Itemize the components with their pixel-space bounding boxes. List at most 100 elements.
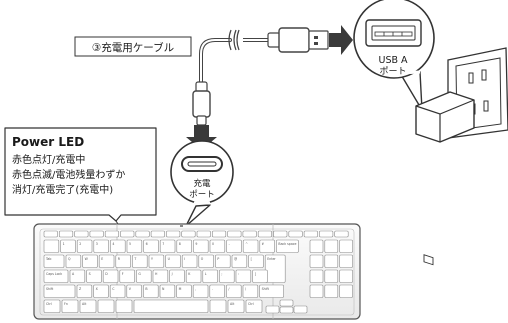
- keyboard-key: [152, 269, 169, 283]
- keyboard-key-label: ,: [195, 287, 196, 291]
- keyboard-key: [165, 254, 181, 268]
- keyboard-key: [181, 254, 198, 268]
- keyboard-arrow-key: [279, 306, 294, 314]
- keyboard-key: [148, 254, 165, 268]
- keyboard-key: [339, 284, 353, 298]
- keyboard-key-label: ;: [221, 272, 222, 276]
- keyboard-fkey: [288, 230, 303, 238]
- cable-label: ③充電用ケーブル: [74, 36, 192, 57]
- keyboard-key: [159, 284, 176, 298]
- keyboard-key: [115, 299, 133, 313]
- usb-port-label-1: USB A: [378, 55, 408, 66]
- keyboard-key-label: G: [138, 272, 141, 276]
- keyboard-key-label: ¥: [262, 242, 264, 246]
- keyboard-key-label: M: [179, 287, 182, 291]
- keyboard-key: [235, 269, 252, 283]
- keyboard-key: [176, 284, 192, 298]
- keyboard-key: [339, 254, 353, 268]
- charge-port-label-2: ポート: [189, 190, 215, 200]
- keyboard-key: [126, 284, 142, 298]
- keyboard-key: [226, 284, 242, 298]
- keyboard-key: [136, 269, 152, 283]
- usb-c-plug-icon: [192, 81, 211, 126]
- keyboard-key: [132, 254, 148, 268]
- power-led-callout: Power LED 赤色点灯/充電中 赤色点滅/電池残量わずか 消灯/充電完了(…: [4, 127, 157, 228]
- keyboard-fkey: [150, 230, 165, 238]
- keyboard-key: [209, 284, 225, 298]
- keyboard-key: [193, 239, 209, 253]
- keyboard-arrow-key: [265, 305, 280, 314]
- keyboard-key-label: @: [234, 257, 237, 261]
- ac-adapter-icon: [415, 91, 475, 266]
- keyboard-key-label: 4: [112, 242, 114, 246]
- keyboard-key: [110, 239, 126, 253]
- keyboard-key-label: 1: [63, 242, 65, 246]
- keyboard-key: [65, 254, 82, 268]
- keyboard-key: [82, 254, 98, 268]
- keyboard-key-label: J: [171, 272, 173, 276]
- keyboard-fn-key: [61, 299, 79, 313]
- keyboard-fkey: [196, 230, 211, 238]
- charge-port-bubble: 充電 ポート: [170, 140, 234, 227]
- keyboard-key: [43, 239, 60, 253]
- keyboard-key-label: \: [245, 287, 247, 291]
- keyboard-key: [324, 239, 339, 253]
- keyboard-key: [76, 284, 93, 298]
- keyboard-tab-key: [43, 254, 65, 268]
- keyboard-key-label: :: [238, 272, 239, 276]
- power-led-indicator: [180, 225, 183, 227]
- keyboard-key: [76, 239, 93, 253]
- usb-a-plug-icon: [267, 27, 329, 53]
- keyboard-key: [242, 239, 259, 253]
- keyboard-tab-key-label: Tab: [45, 257, 51, 261]
- keyboard-fkey: [135, 230, 150, 238]
- keyboard-fkey: [212, 230, 227, 238]
- keyboard-fkey: [166, 230, 181, 238]
- keyboard-key: [143, 284, 159, 298]
- keyboard-key-label: 2: [79, 242, 81, 246]
- keyboard-key: [93, 284, 109, 298]
- keyboard-key-label: 6: [146, 242, 148, 246]
- keyboard-ctrl-key: [43, 299, 61, 313]
- keyboard-key: [115, 254, 131, 268]
- keyboard-key-label: R: [118, 257, 121, 261]
- keyboard-key-label: I: [184, 257, 185, 261]
- keyboard-key-label: [: [251, 257, 252, 261]
- keyboard-key: [86, 269, 102, 283]
- keyboard-key-label: U: [168, 257, 171, 261]
- keyboard-fkey: [303, 230, 318, 238]
- keyboard-key: [324, 254, 339, 268]
- keyboard-key-label: C: [112, 287, 115, 291]
- keyboard-key: [324, 284, 339, 298]
- keyboard-fkey: [273, 230, 288, 238]
- keyboard-key-label: L: [205, 272, 207, 276]
- keyboard-fn-key-label: Fn: [64, 302, 68, 306]
- led-line-3: 消灯/充電完了(充電中): [12, 183, 113, 196]
- keyboard-key: [176, 239, 192, 253]
- keyboard-key: [202, 269, 218, 283]
- keyboard-backspace-key: [276, 239, 299, 253]
- keyboard-key: [60, 239, 76, 253]
- keyboard-fkey: [319, 230, 334, 238]
- keyboard-ctrl-key: [245, 299, 263, 313]
- keyboard-ctrl-key-label: Ctrl: [248, 302, 254, 306]
- keyboard-key: [259, 239, 275, 253]
- keyboard-key-label: -: [229, 242, 230, 246]
- keyboard-key: [309, 284, 324, 298]
- keyboard-key: [252, 269, 268, 283]
- keyboard-fkey: [257, 230, 273, 238]
- keyboard-shift-key: [259, 284, 284, 298]
- keyboard-key-label: /: [228, 287, 230, 291]
- keyboard-key-label: X: [96, 287, 99, 291]
- keyboard-key: [324, 269, 339, 283]
- keyboard-enter-key: [264, 254, 286, 283]
- keyboard-caps-key: [43, 269, 69, 283]
- keyboard-key-label: ]: [255, 272, 256, 276]
- keyboard-fkey: [120, 230, 135, 238]
- keyboard-key-label: B: [145, 287, 147, 291]
- keyboard-key-label: ^: [245, 242, 248, 246]
- keyboard-fkey: [58, 230, 74, 238]
- keyboard-shift-key-label: Shift: [262, 287, 270, 291]
